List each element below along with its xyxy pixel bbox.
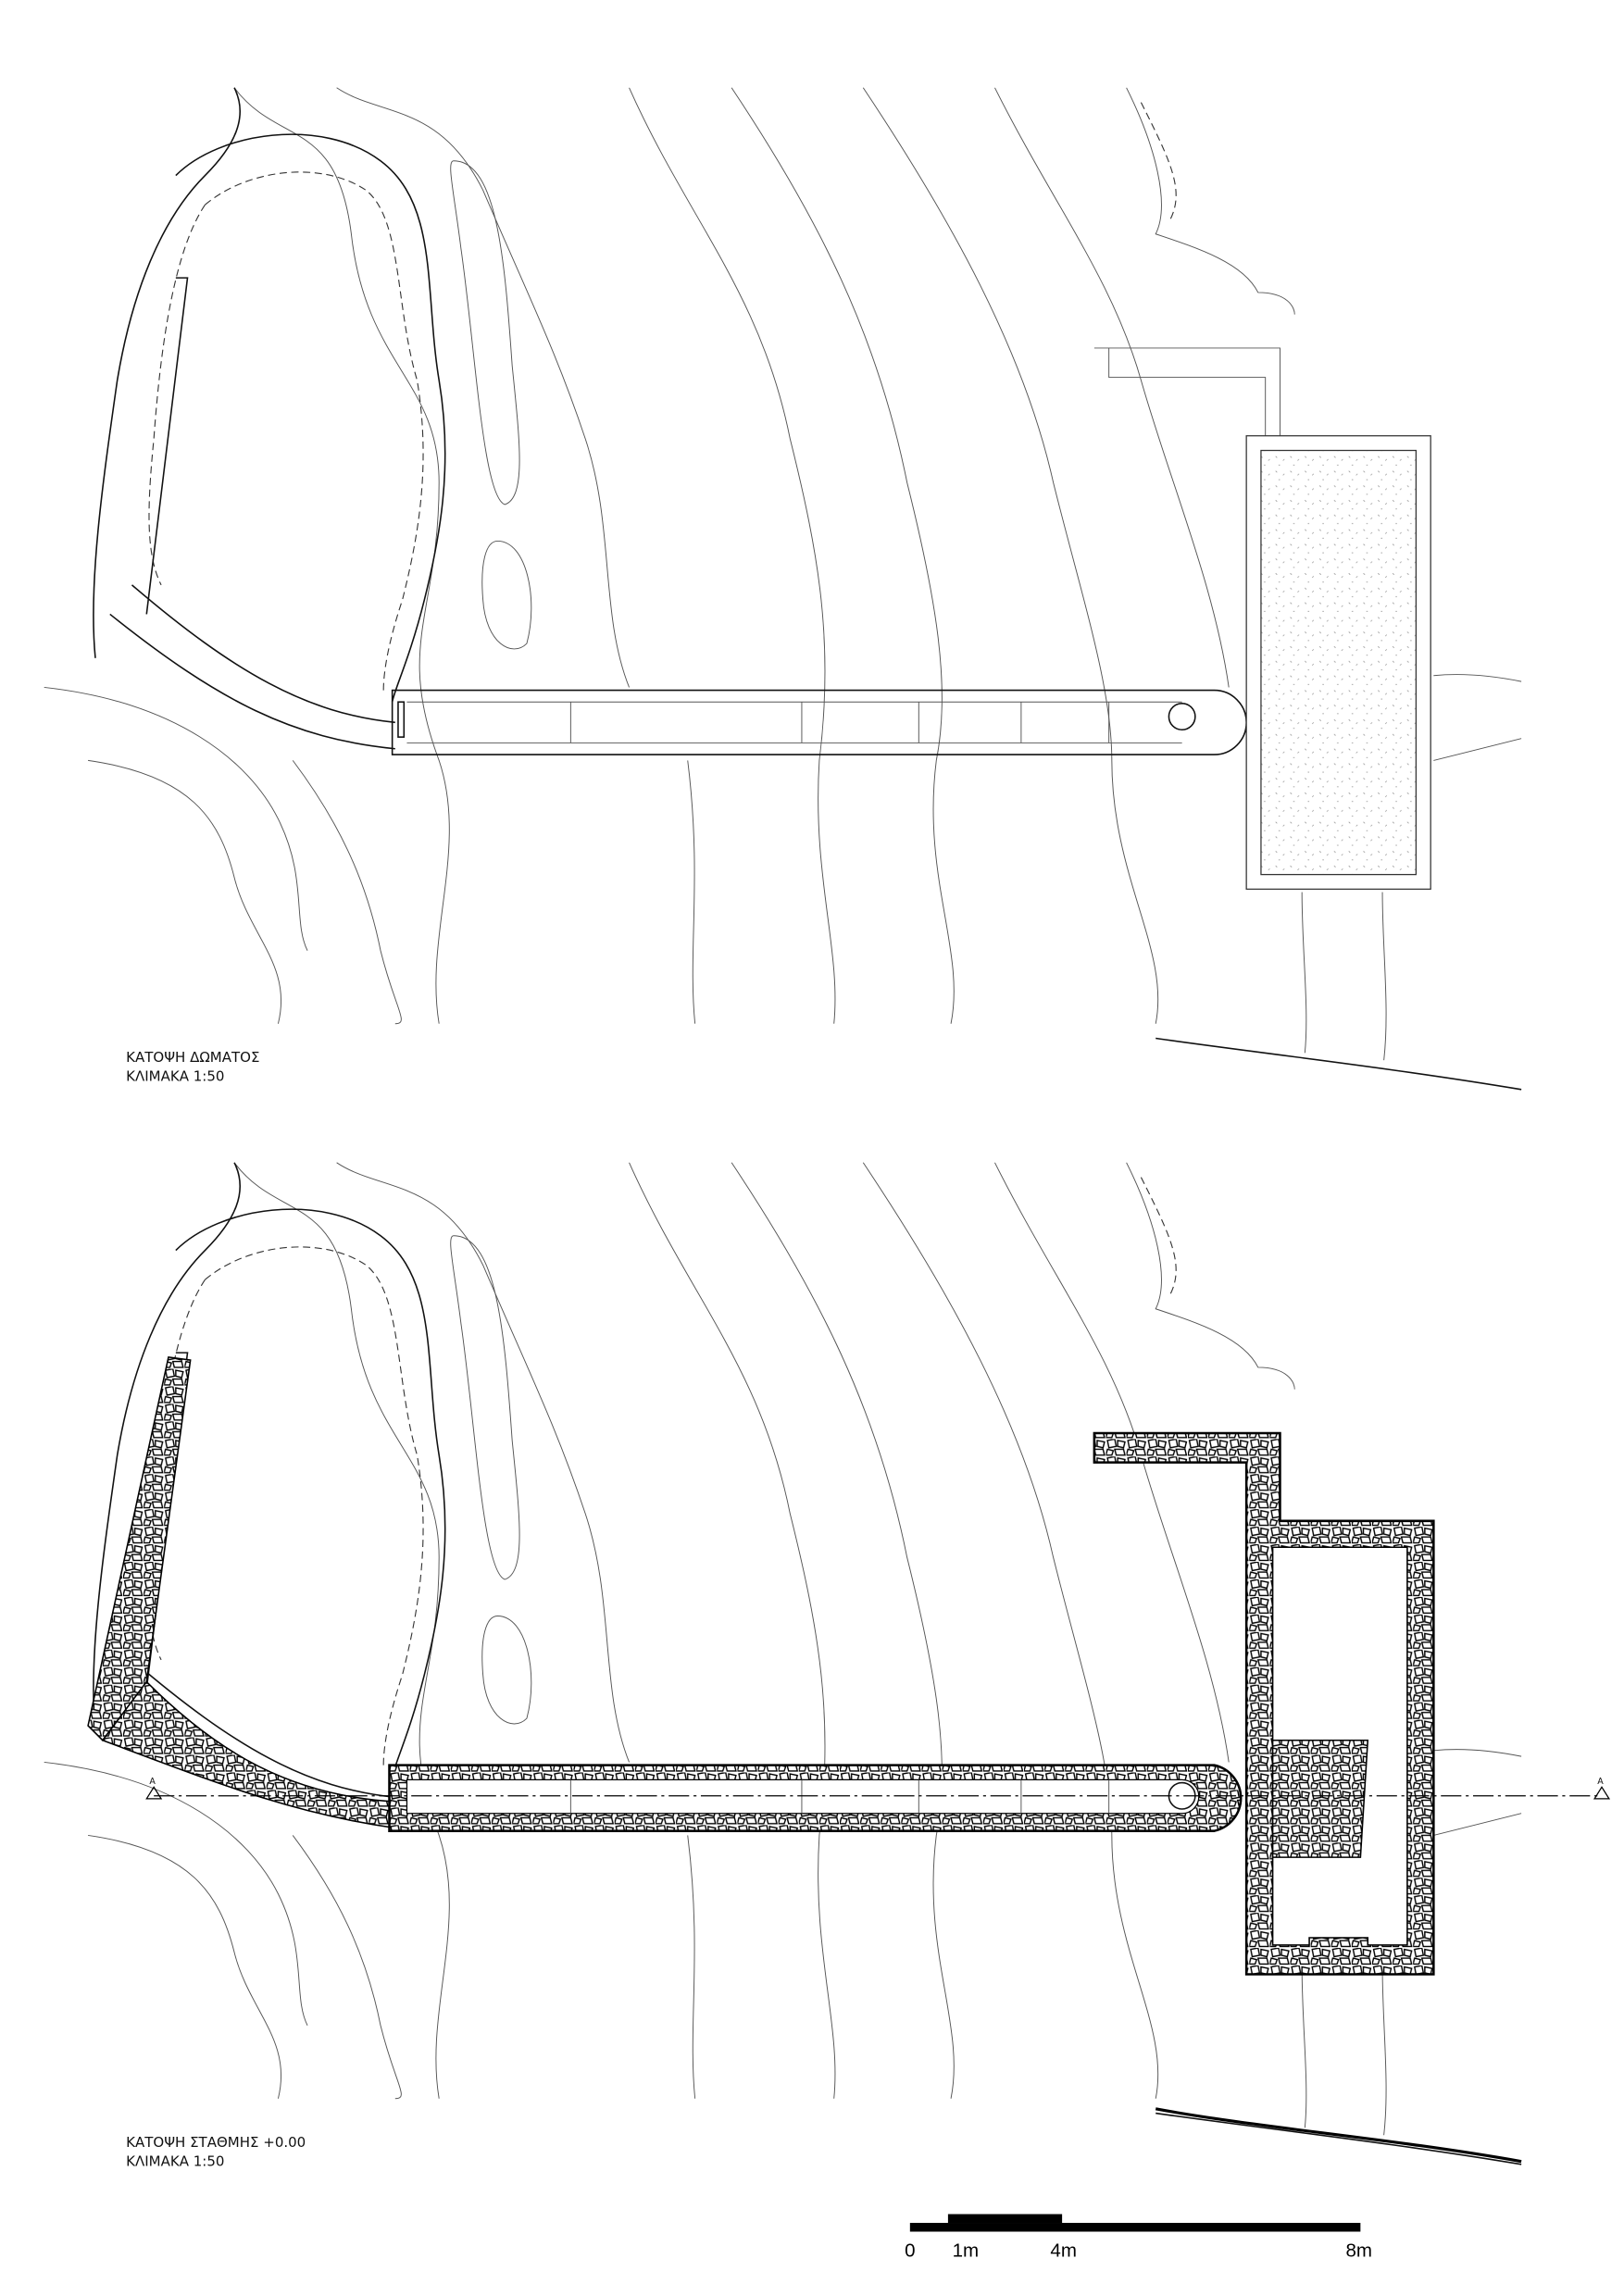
scale-label-1m: 1m — [953, 2240, 980, 2261]
plan-title: ΚΑΤΟΨΗ ΔΩΜΑΤΟΣ — [126, 1049, 259, 1066]
scale-bar: 0 1m 4m 8m — [905, 2214, 1373, 2261]
scale-label-0: 0 — [905, 2240, 915, 2261]
ground-floor-plan: A A ΚΑΤΟΨΗ ΣΤΑΘΜΗΣ +0.00 ΚΛΙΜΑΚΑ 1:50 — [43, 1162, 1611, 2169]
plan-title: ΚΑΤΟΨΗ ΣΤΑΘΜΗΣ +0.00 — [126, 2134, 306, 2151]
scale-label-4m: 4m — [1050, 2240, 1077, 2261]
roof-plan: ΚΑΤΟΨΗ ΔΩΜΑΤΟΣ ΚΛΙΜΑΚΑ 1:50 — [43, 86, 1522, 1091]
section-marker-left: A — [149, 1777, 156, 1787]
scale-label-8m: 8m — [1346, 2240, 1373, 2261]
section-marker-right: A — [1597, 1777, 1604, 1787]
plan-scale: ΚΛΙΜΑΚΑ 1:50 — [126, 2152, 224, 2169]
plan-scale: ΚΛΙΜΑΚΑ 1:50 — [126, 1067, 224, 1084]
